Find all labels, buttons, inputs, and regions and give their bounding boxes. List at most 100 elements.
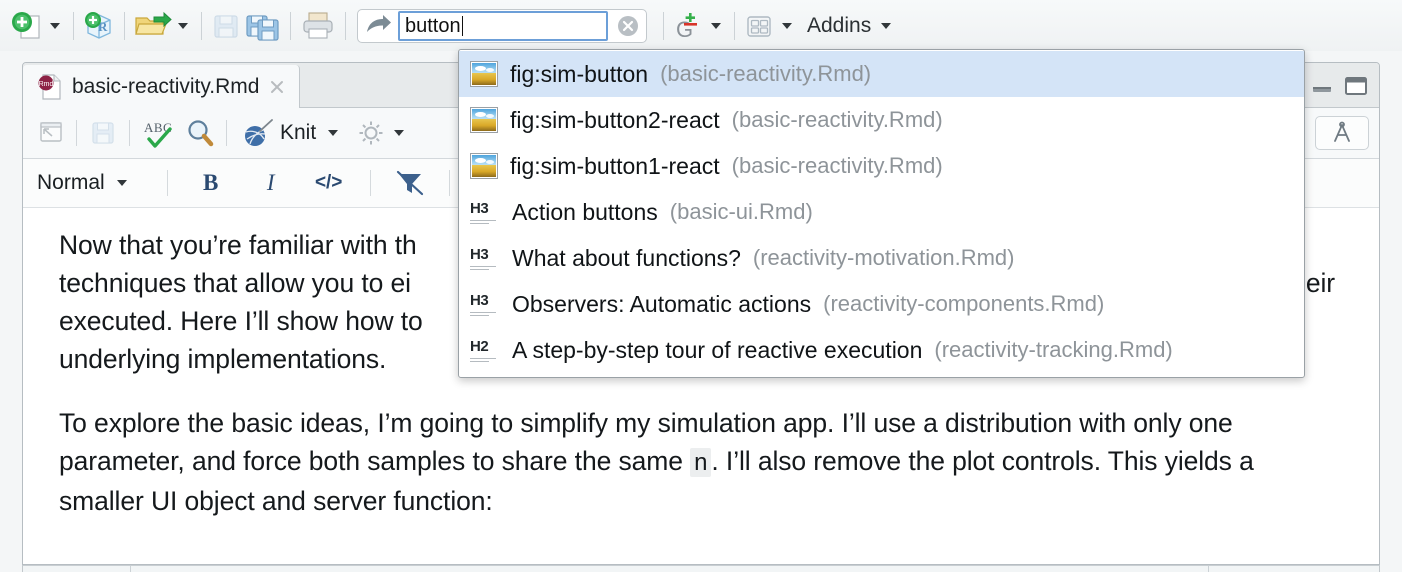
svg-text:ABC: ABC — [144, 120, 172, 135]
paragraph-style-caret — [116, 180, 127, 186]
clear-formatting-icon — [396, 170, 423, 196]
autocomplete-list: fig:sim-button (basic-reactivity.Rmd) fi… — [459, 51, 1304, 373]
open-file-icon — [135, 11, 172, 35]
heading-h2-icon: H2 — [470, 336, 500, 364]
workspace-panes-icon — [747, 15, 771, 37]
new-file-button[interactable] — [8, 8, 44, 44]
toolbar-divider — [369, 170, 371, 196]
autocomplete-popup[interactable]: fig:sim-button (basic-reactivity.Rmd) fi… — [458, 49, 1305, 378]
open-file-dropdown-caret[interactable] — [178, 22, 188, 29]
print-button[interactable] — [298, 8, 338, 44]
addins-label[interactable]: Addins — [807, 13, 872, 37]
workspace-panes-button[interactable] — [742, 8, 776, 44]
paragraph-style-dropdown[interactable]: Normal — [37, 171, 133, 195]
editor-settings-button[interactable] — [354, 115, 388, 151]
autocomplete-item-label: fig:sim-button1-react — [510, 152, 720, 179]
toolbar-divider — [663, 11, 664, 40]
autocomplete-item-label: fig:sim-button2-react — [510, 106, 720, 133]
new-project-button[interactable]: R — [81, 8, 117, 44]
goto-file-button[interactable] — [358, 11, 398, 41]
heading-level-label: H3 — [470, 245, 489, 263]
image-thumbnail-icon — [470, 61, 498, 87]
autocomplete-item-context: (basic-reactivity.Rmd) — [731, 107, 943, 132]
paragraph-1-line-1: Now that you’re familiar with th — [59, 230, 417, 260]
autocomplete-item[interactable]: H2 A step-by-step tour of reactive execu… — [459, 327, 1304, 373]
autocomplete-item[interactable]: H3 What about functions? (reactivity-mot… — [459, 235, 1304, 281]
search-input[interactable]: button — [398, 10, 608, 41]
search-input-value: button — [405, 14, 461, 37]
autocomplete-item-context: (basic-ui.Rmd) — [669, 199, 813, 224]
paragraph-1-line-3-tail: eir — [1305, 268, 1335, 298]
addins-dropdown-caret[interactable] — [881, 22, 892, 29]
gear-icon — [359, 121, 383, 145]
visual-editor-toggle[interactable] — [1315, 116, 1369, 150]
workspace-panes-dropdown-caret[interactable] — [782, 22, 792, 29]
autocomplete-item-label: fig:sim-button — [510, 60, 649, 87]
knit-label: Knit — [280, 121, 317, 144]
file-actions-group: R — [0, 0, 353, 51]
file-type-selector[interactable]: R Markdown — [1207, 566, 1379, 572]
heading-level-label: H2 — [470, 337, 489, 355]
clear-icon — [618, 15, 638, 36]
goto-file-search-container[interactable]: button — [357, 8, 647, 43]
paragraph-2: To explore the basic ideas, I’m going to… — [59, 404, 1335, 519]
maximize-pane-icon — [1345, 76, 1367, 95]
autocomplete-item[interactable]: H3 Observers: Automatic actions (reactiv… — [459, 281, 1304, 327]
autocomplete-item-context: (basic-reactivity.Rmd) — [731, 153, 943, 178]
document-tab[interactable]: Rmd basic-reactivity.Rmd — [23, 65, 301, 108]
status-bar: 649:67 R Markdown — [22, 565, 1380, 572]
git-icon: G — [676, 12, 697, 42]
knit-dropdown-caret[interactable] — [328, 130, 339, 136]
toolbar-divider — [124, 11, 125, 40]
clear-search-button[interactable] — [616, 14, 640, 38]
toolbar-divider — [166, 170, 168, 196]
pane-controls — [1305, 64, 1379, 107]
spellcheck-button[interactable]: ABC — [139, 115, 183, 151]
toolbar-divider — [448, 170, 450, 196]
heading-h3-icon: H3 — [470, 290, 500, 318]
cursor-position[interactable]: 649:67 — [23, 566, 131, 572]
find-replace-button[interactable] — [183, 115, 217, 151]
find-replace-magnifier-icon — [188, 120, 214, 147]
editor-toolbar-right — [1315, 116, 1379, 150]
svg-text:R: R — [98, 19, 108, 34]
heading-h3-icon: H3 — [470, 198, 500, 226]
show-in-new-window-button[interactable] — [33, 115, 67, 151]
inline-code-button[interactable]: </> — [314, 172, 343, 193]
autocomplete-item[interactable]: fig:sim-button1-react (basic-reactivity.… — [459, 143, 1304, 189]
minimize-pane-button[interactable] — [1305, 71, 1339, 101]
toolbar-divider — [226, 120, 227, 146]
save-icon — [92, 122, 114, 144]
bold-button[interactable]: B — [203, 170, 219, 195]
italic-button[interactable]: I — [266, 170, 275, 195]
knit-button[interactable]: Knit — [236, 115, 320, 151]
paragraph-1-line-2: techniques that allow you to ei — [59, 268, 411, 298]
heading-level-label: H3 — [470, 199, 489, 217]
autocomplete-item-context: (reactivity-motivation.Rmd) — [752, 245, 1015, 270]
editor-settings-dropdown-caret[interactable] — [394, 130, 405, 136]
git-button[interactable]: G — [671, 8, 705, 44]
autocomplete-item[interactable]: fig:sim-button2-react (basic-reactivity.… — [459, 97, 1304, 143]
clear-formatting-button[interactable] — [394, 167, 426, 199]
paragraph-2-text-a: To explore the basic ideas, I’m going to… — [59, 408, 1233, 476]
git-dropdown-caret[interactable] — [711, 22, 721, 29]
maximize-pane-button[interactable] — [1339, 71, 1373, 101]
save-all-icon — [246, 14, 279, 41]
knit-yarn-icon — [245, 119, 273, 146]
close-icon[interactable] — [268, 78, 286, 96]
toolbar-divider — [76, 120, 77, 146]
toolbar-divider — [290, 11, 291, 40]
autocomplete-item-label: Action buttons — [512, 198, 658, 225]
open-file-button[interactable] — [132, 8, 172, 44]
save-all-button[interactable] — [243, 8, 283, 44]
new-file-dropdown-caret[interactable] — [50, 22, 60, 29]
autocomplete-item[interactable]: H3 Action buttons (basic-ui.Rmd) — [459, 189, 1304, 235]
paragraph-style-label: Normal — [37, 171, 105, 194]
save-document-button[interactable] — [86, 115, 120, 151]
autocomplete-item[interactable]: fig:sim-button (basic-reactivity.Rmd) — [459, 51, 1304, 97]
text-cursor — [461, 15, 464, 36]
document-tab-title: basic-reactivity.Rmd — [72, 74, 260, 98]
save-button[interactable] — [209, 8, 243, 44]
toolbar-divider — [734, 11, 735, 40]
